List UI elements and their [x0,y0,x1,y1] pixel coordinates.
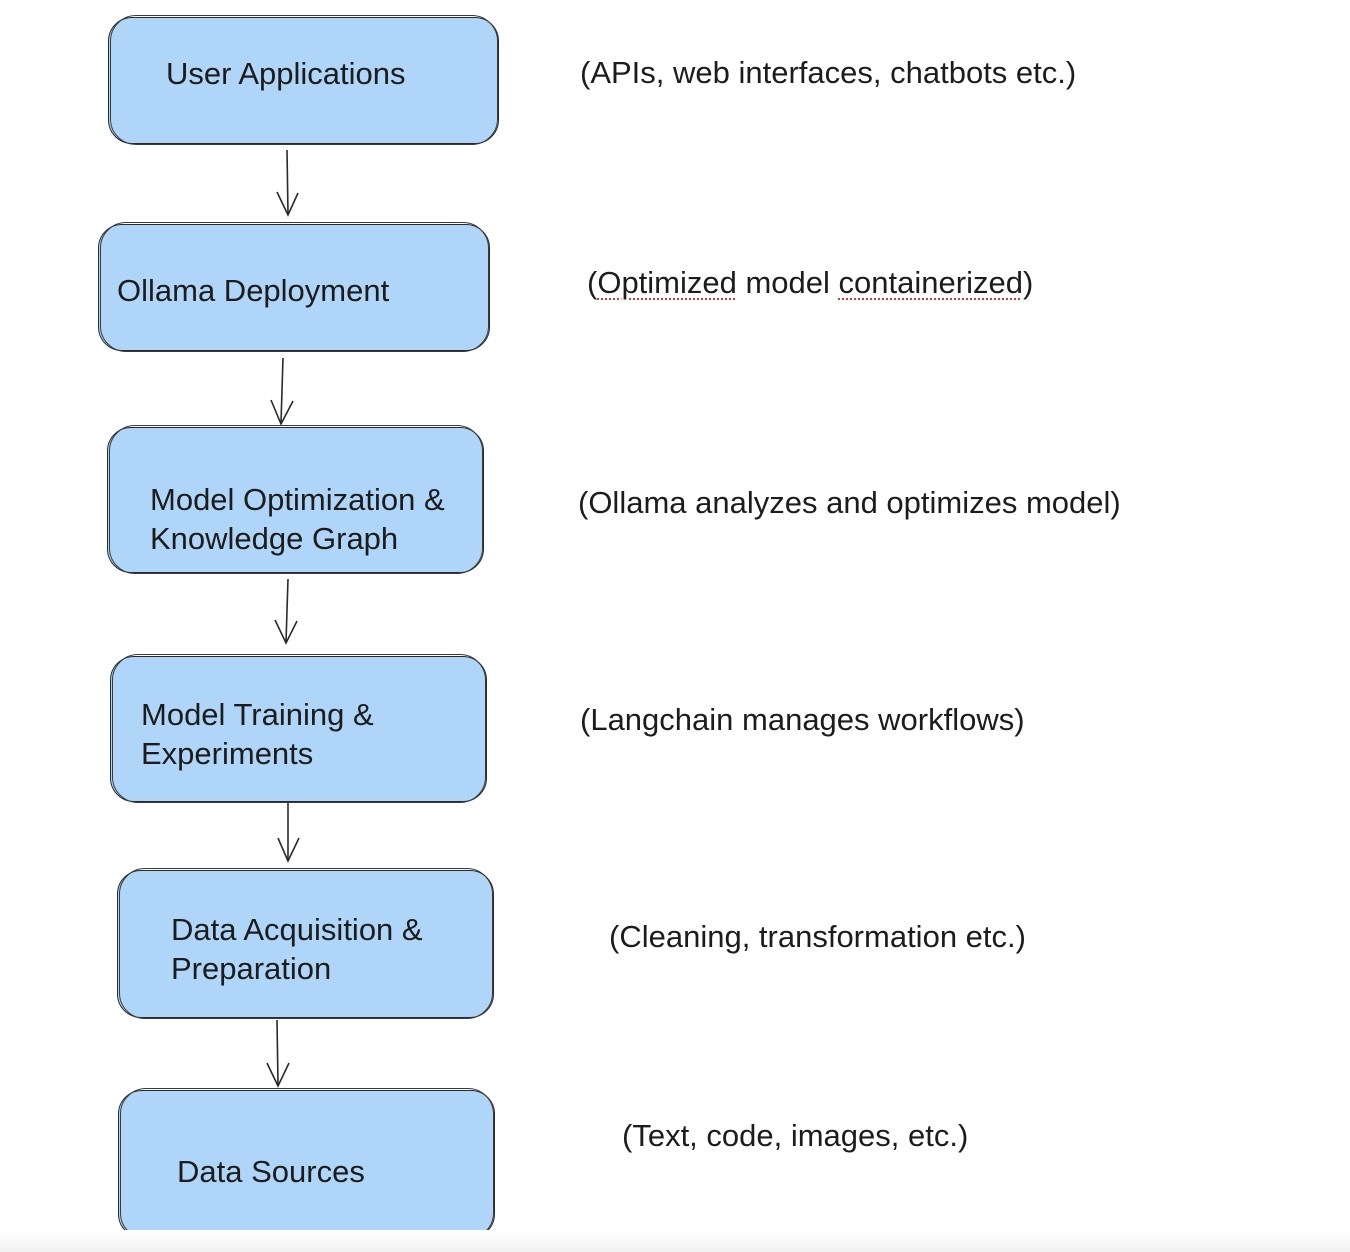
arrow-1 [276,149,299,217]
step-box-model-optimization [107,427,484,573]
step-note-ollama-deployment: (Optimized model containerized) [587,264,1033,302]
note-part: ) [1022,265,1034,300]
arrow-4 [277,796,300,863]
step-label-ollama-deployment: Ollama Deployment [117,273,390,308]
step-note-model-training: (Langchain manages workflows) [580,702,1025,737]
step-label-user-applications: User Applications [166,56,406,91]
step-note-data-acquisition: (Cleaning, transformation etc.) [609,919,1026,954]
arrow-3 [274,578,298,645]
step-note-data-sources: (Text, code, images, etc.) [622,1118,969,1153]
step-note-user-applications: (APIs, web interfaces, chatbots etc.) [580,55,1077,90]
step-note-model-optimization: (Ollama analyzes and optimizes model) [578,485,1121,520]
note-part: model [736,265,839,300]
bottom-edge-shadow [0,1230,1350,1252]
step-box-ollama-deployment [98,224,490,351]
note-part: Optimized [597,265,737,300]
step-box-user-applications [108,17,499,144]
arrow-5 [266,1019,290,1088]
step-box-data-sources [118,1090,495,1238]
step-label-data-acquisition: Data Acquisition & Preparation [171,912,423,986]
note-part: containerized [838,265,1023,300]
step-box-data-acquisition [117,870,494,1018]
step-label-data-sources: Data Sources [177,1154,365,1189]
arrow-2 [270,357,294,426]
step-box-model-training [110,656,487,802]
step-label-model-training: Model Training & Experiments [141,697,374,771]
note-part: ( [587,265,598,300]
step-label-model-optimization: Model Optimization & Knowledge Graph [150,482,445,556]
